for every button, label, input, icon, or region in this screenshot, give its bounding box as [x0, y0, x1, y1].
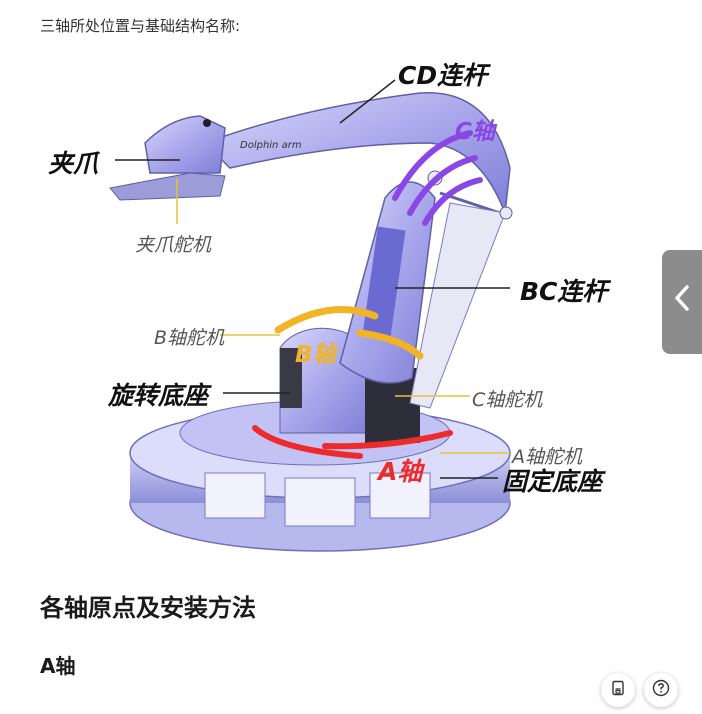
label-gripper-servo: 夹爪舵机: [135, 234, 212, 256]
arm-logo: Dolphin arm: [240, 140, 302, 151]
section-heading: 各轴原点及安装方法: [40, 594, 256, 622]
bc-link-shape: [339, 181, 506, 409]
document-button[interactable]: [601, 673, 635, 707]
subsection-heading: A轴: [40, 654, 76, 678]
robot-arm-illustration: Dolphin arm: [109, 79, 513, 552]
label-b-axis-servo: B轴舵机: [154, 327, 225, 349]
label-c-axis: C轴: [455, 119, 495, 145]
c-axis-arrows: [392, 130, 483, 226]
document-icon: [610, 680, 626, 700]
intro-text: 三轴所处位置与基础结构名称:: [40, 17, 241, 35]
side-collapse-tab[interactable]: [662, 250, 702, 354]
gripper-shape: [109, 115, 226, 201]
label-fixed-base: 固定底座: [502, 467, 603, 496]
label-gripper: 夹爪: [48, 149, 99, 178]
help-button[interactable]: [644, 673, 678, 707]
help-icon: [652, 679, 670, 701]
a-axis-arrows: [252, 425, 453, 459]
robot-arm-figure: Dolphin arm: [40, 48, 640, 568]
label-b-axis: B轴: [295, 342, 336, 368]
leader-lines: [115, 79, 510, 479]
label-c-axis-servo: C轴舵机: [472, 389, 543, 411]
label-bc-link: BC连杆: [520, 277, 608, 306]
label-a-axis: A轴: [378, 457, 423, 486]
label-a-axis-servo: A轴舵机: [512, 446, 582, 468]
b-axis-arrows: [274, 306, 424, 360]
chevron-left-icon: [672, 284, 692, 320]
label-rotating-base: 旋转底座: [108, 381, 209, 410]
label-cd-link: CD连杆: [398, 61, 488, 90]
